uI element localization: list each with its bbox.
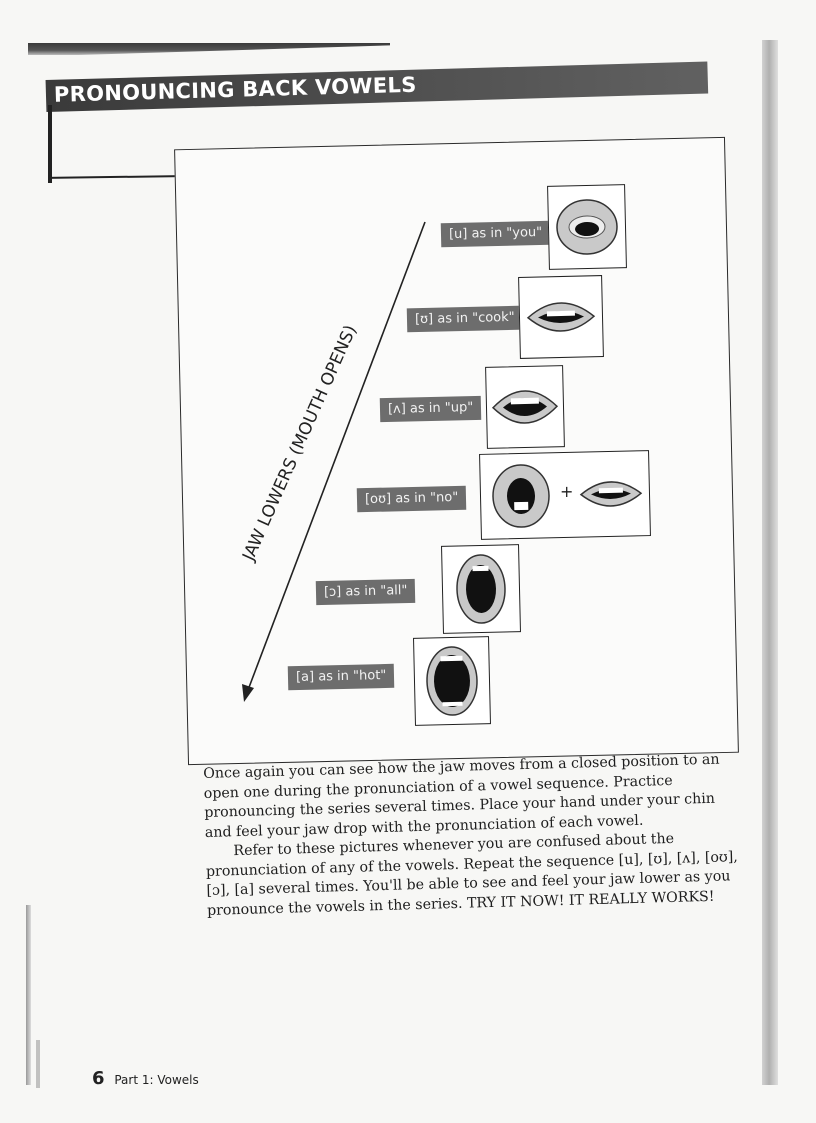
plus-sign: + xyxy=(560,482,573,501)
vowel-label-up: [ʌ] as in "up" xyxy=(380,396,482,422)
mouth-open-rounded-icon xyxy=(441,544,521,634)
body-text: Once again you can see how the jaw moves… xyxy=(203,750,747,921)
vowel-label-u: [u] as in "you" xyxy=(441,221,551,247)
mouth-rounded-small-opening-icon xyxy=(547,184,627,270)
paragraph-1: Once again you can see how the jaw moves… xyxy=(203,750,745,843)
mouth-open-teeth-icon xyxy=(485,365,565,449)
vowel-label-all: [ɔ] as in "all" xyxy=(316,579,416,605)
vowel-label-cook: [ʊ] as in "cook" xyxy=(407,306,523,333)
mouth-wide-open-icon xyxy=(413,636,491,726)
vowel-label-hot: [a] as in "hot" xyxy=(288,664,395,690)
page-footer: 6 Part 1: Vowels xyxy=(92,1068,199,1089)
paragraph-2: Refer to these pictures whenever you are… xyxy=(205,828,747,921)
vowel-label-no: [oʊ] as in "no" xyxy=(357,486,467,512)
mouth-slightly-open-teeth-icon xyxy=(518,275,604,359)
footer-section: Part 1: Vowels xyxy=(114,1073,198,1087)
page-number: 6 xyxy=(92,1068,105,1089)
